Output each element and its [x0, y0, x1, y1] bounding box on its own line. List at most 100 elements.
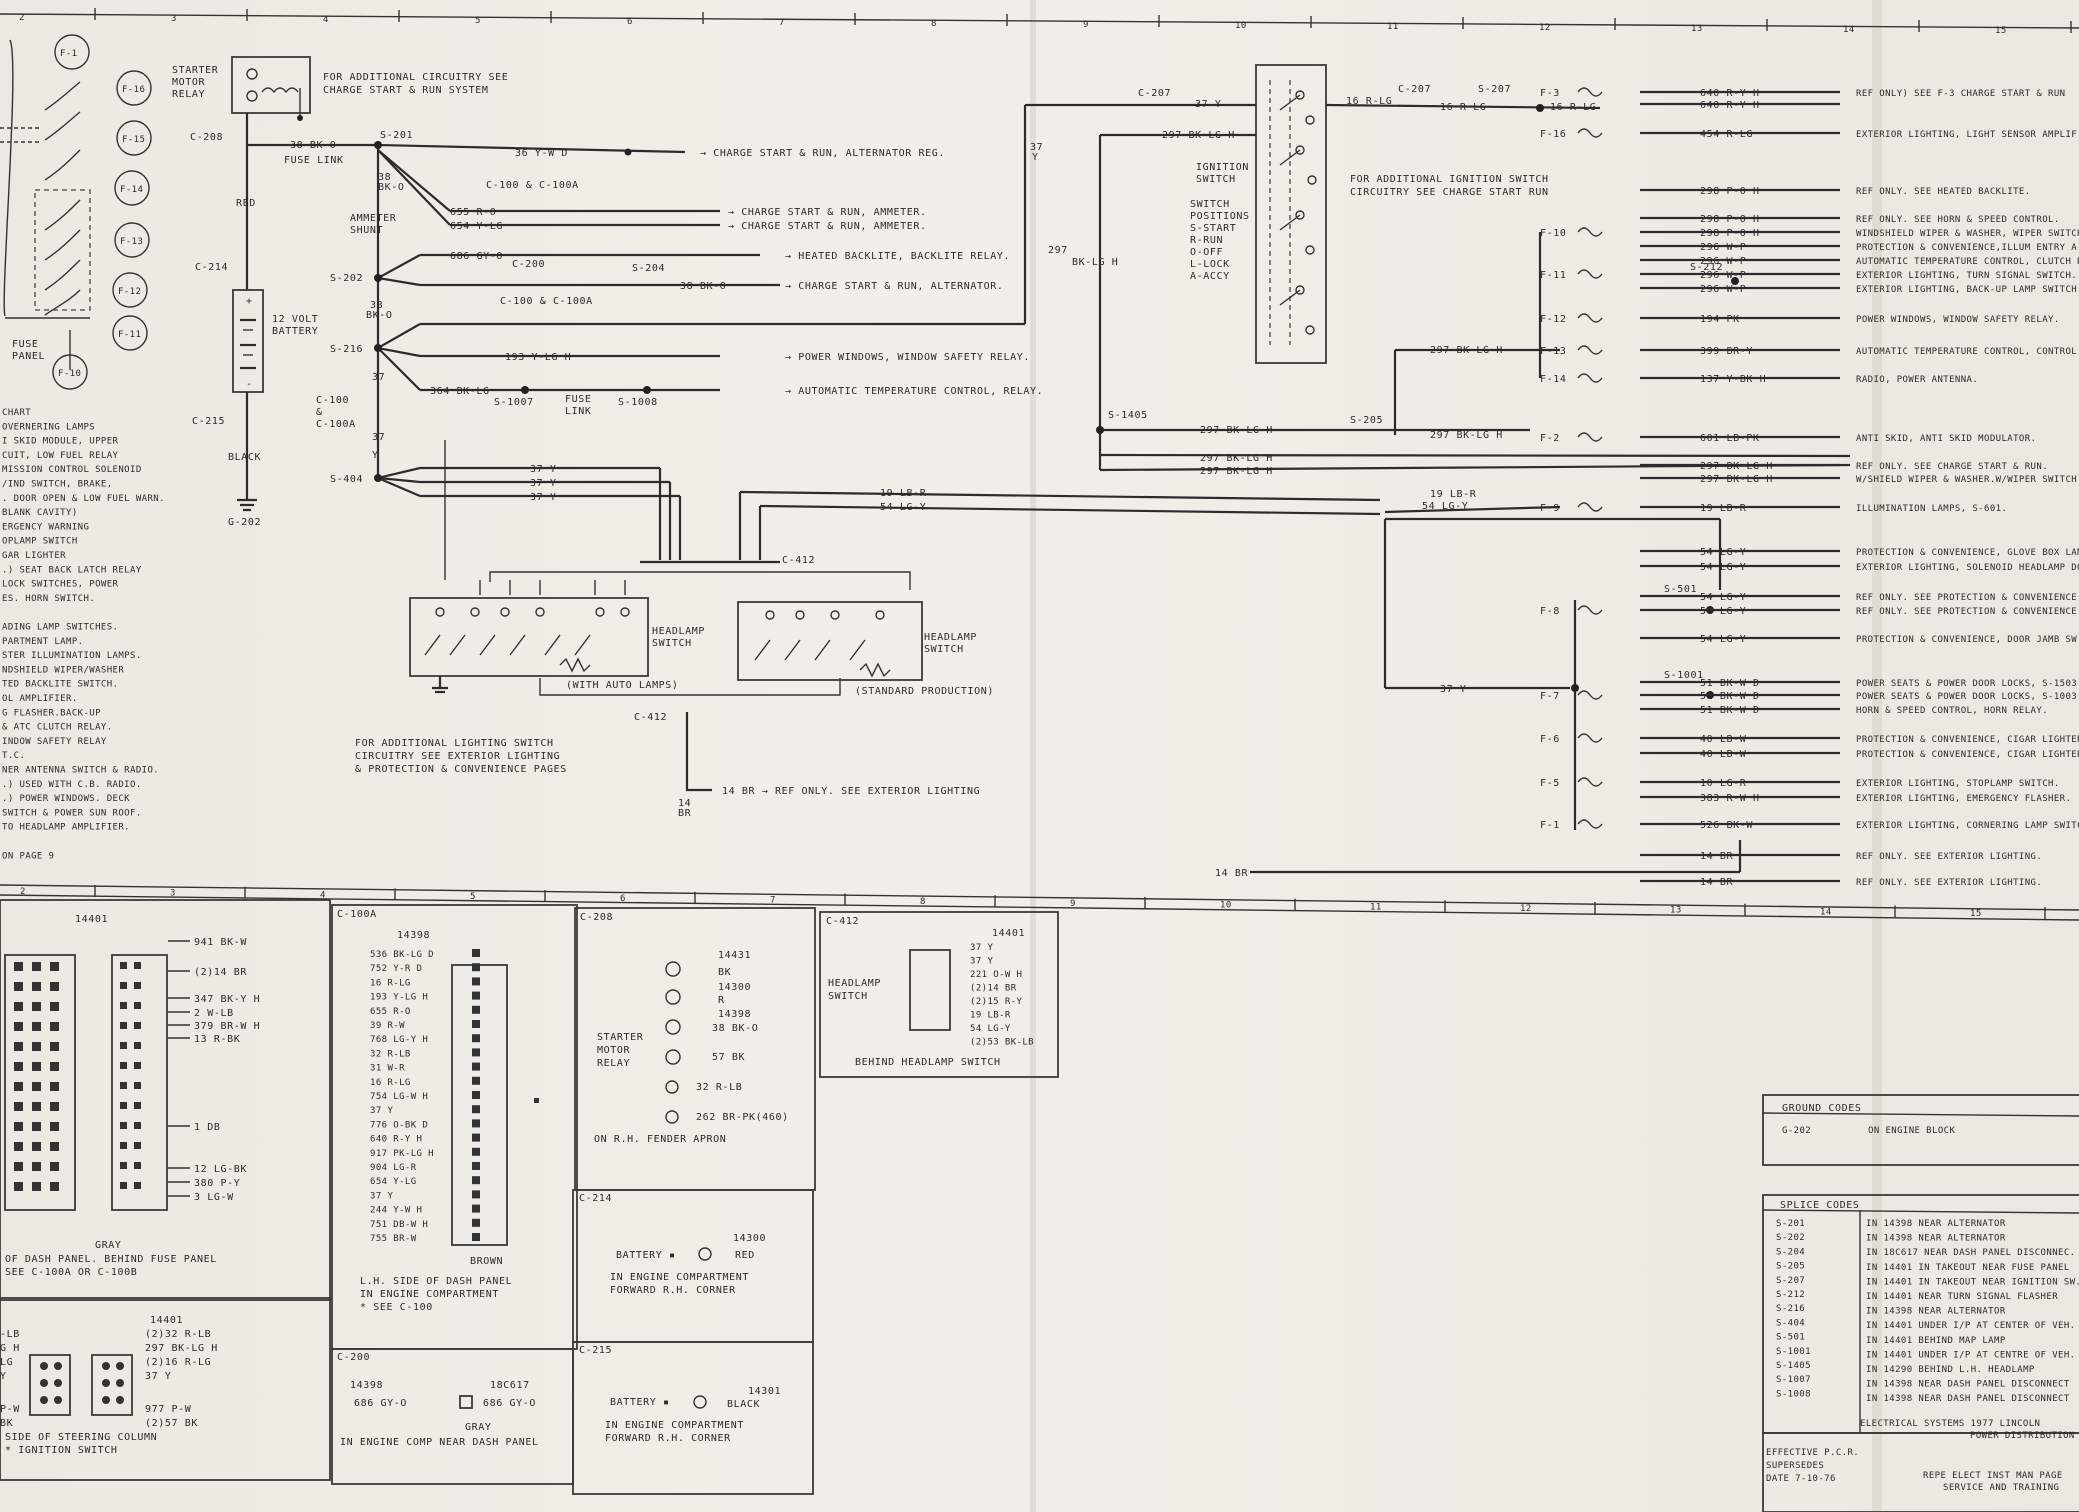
margin-note-line: . DOOR OPEN & LOW FUEL WARN. — [2, 494, 165, 504]
margin-note-line: STER ILLUMINATION LAMPS. — [2, 651, 142, 661]
connector-wire: (2)57 BK — [145, 1418, 198, 1429]
connector-wire: 536 BK-LG D — [370, 950, 434, 960]
connector-terminal: 14398 — [718, 1009, 751, 1020]
label-g202: G-202 — [228, 517, 261, 528]
connector-part-number: 14398 — [350, 1380, 383, 1391]
splice-code: S-1405 — [1776, 1361, 1811, 1371]
label-s1008: S-1008 — [618, 397, 658, 408]
ref-wire-label: 14 BR — [1700, 851, 1733, 862]
grid-col-15: 15 — [1995, 26, 2007, 36]
margin-note-line: .) SEAT BACK LATCH RELAY — [2, 565, 142, 575]
ref-fuse-f-7: F-7 — [1540, 691, 1560, 702]
ref-destination: W/SHIELD WIPER & WASHER.W/WIPER SWITCH. — [1856, 475, 2079, 485]
connector-part-number: 14401 — [150, 1315, 183, 1326]
label-red: RED — [236, 198, 256, 209]
label-s216: S-216 — [330, 344, 363, 355]
ref-destination: REF ONLY. SEE HORN & SPEED CONTROL. — [1856, 215, 2060, 225]
margin-note-line: NER ANTENNA SWITCH & RADIO. — [2, 766, 159, 776]
label-c100-mid: C-100 & C-100A — [500, 296, 593, 307]
ref-wire-label: 297 BK-LG H — [1700, 461, 1773, 472]
main-feed-wiring: 38 BK-O36 Y-W D→ CHARGE START & RUN, ALT… — [247, 103, 1381, 564]
grid-col-14: 14 — [1843, 25, 1855, 35]
connector-wire: 751 DB-W H — [370, 1220, 428, 1230]
ref-destination: EXTERIOR LIGHTING, STOPLAMP SWITCH. — [1856, 779, 2060, 789]
effective-date: EFFECTIVE P.C.R. — [1766, 1448, 1859, 1458]
connector-wire-left: BK — [0, 1418, 13, 1429]
connector-part-number: 14301 — [748, 1386, 781, 1397]
splice-code-desc: IN 14398 NEAR DASH PANEL DISCONNECT — [1866, 1394, 2070, 1404]
margin-note-line: ERGENCY WARNING — [2, 522, 89, 532]
ground-codes-title: GROUND CODES — [1782, 1103, 1861, 1114]
svg-text:37 Y: 37 Y — [530, 492, 556, 503]
panel-caption: OF DASH PANEL. BEHIND FUSE PANEL — [5, 1254, 217, 1265]
connector-wire: 37 Y — [970, 957, 993, 967]
ref-fuse-f-5: F-5 — [1540, 778, 1560, 789]
ref-fuse-f-1: F-1 — [1540, 820, 1560, 831]
svg-text:19 LB-R: 19 LB-R — [1430, 489, 1477, 500]
ref-destination: EXTERIOR LIGHTING, EMERGENCY FLASHER. — [1856, 794, 2071, 804]
fuse-label-f-15: F-15 — [122, 135, 145, 145]
grid-mid-col-14: 14 — [1820, 907, 1832, 917]
margin-note-line: ES. HORN SWITCH. — [2, 594, 95, 604]
svg-text:BR: BR — [678, 808, 692, 819]
connector-part-number: 18C617 — [490, 1380, 530, 1391]
ref-wire-label: 601 LB-PK — [1700, 433, 1760, 444]
connector-part-number: 14300 — [733, 1233, 766, 1244]
svg-text:BK-O: BK-O — [366, 310, 392, 321]
ref-destination: REF ONLY) SEE F-3 CHARGE START & RUN — [1856, 89, 2065, 99]
connector-wire: 380 P-Y — [194, 1178, 240, 1189]
ref-destination: PROTECTION & CONVENIENCE, CIGAR LIGHTER — [1856, 735, 2079, 745]
ref-destination: PROTECTION & CONVENIENCE,ILLUM ENTRY A. — [1856, 243, 2079, 253]
grid-col-4: 4 — [323, 15, 329, 25]
margin-note-line: CUIT, LOW FUEL RELAY — [2, 451, 119, 461]
panel-caption: IN ENGINE COMP NEAR DASH PANEL — [340, 1437, 539, 1448]
margin-note-line: CHART — [2, 408, 31, 418]
splice-code: S-216 — [1776, 1304, 1805, 1314]
splice-code-desc: IN 14398 NEAR ALTERNATOR — [1866, 1219, 2006, 1229]
wire-label: 655 R-O — [450, 207, 496, 218]
splice-code: S-205 — [1776, 1262, 1805, 1272]
ref-fuse-f-3: F-3 — [1540, 88, 1560, 99]
connector-wire: 904 LG-R — [370, 1163, 417, 1173]
svg-text:37: 37 — [372, 432, 385, 443]
wire-label: 38 BK-O — [680, 281, 726, 292]
margin-note-line: OVERNERING LAMPS — [2, 422, 95, 432]
connector-wire: 379 BR-W H — [194, 1021, 260, 1032]
splice-code: S-202 — [1776, 1233, 1805, 1243]
grid-col-12: 12 — [1539, 23, 1551, 33]
connector-part-number: 14401 — [75, 914, 108, 925]
connector-wire: 31 W-R — [370, 1064, 405, 1074]
headlamp-switch-label: SWITCH — [828, 991, 868, 1002]
splice-code: S-1008 — [1776, 1389, 1811, 1399]
margin-note-line: TO HEADLAMP AMPLIFIER. — [2, 823, 130, 833]
margin-note-line: MISSION CONTROL SOLENOID — [2, 465, 142, 475]
grid-mid-col-5: 5 — [470, 892, 476, 902]
ref-wire-label: 640 R-Y H — [1700, 88, 1760, 99]
ref-destination: POWER SEATS & POWER DOOR LOCKS, S-1003 — [1856, 692, 2077, 702]
connector-wire-left: G H — [0, 1343, 20, 1354]
ref-fuse-f-6: F-6 — [1540, 734, 1560, 745]
panel-caption: L.H. SIDE OF DASH PANEL — [360, 1276, 512, 1287]
ref-fuse-f-16: F-16 — [1540, 129, 1566, 140]
connector-wire: (2)14 BR — [194, 967, 247, 978]
fuse-f-10 — [52, 354, 88, 390]
panel-caption: FORWARD R.H. CORNER — [610, 1285, 736, 1296]
fuse-label-f-1: F-1 — [60, 49, 77, 59]
ref-destination: REF ONLY. SEE PROTECTION & CONVENIENCE. — [1856, 607, 2079, 617]
splice-code: S-207 — [1776, 1276, 1805, 1286]
connector-wire: 16 R-LG — [370, 978, 411, 988]
fuse-f-12 — [112, 272, 148, 308]
svg-text:14: 14 — [678, 798, 691, 809]
ref-fuse-f-13: F-13 — [1540, 346, 1566, 357]
